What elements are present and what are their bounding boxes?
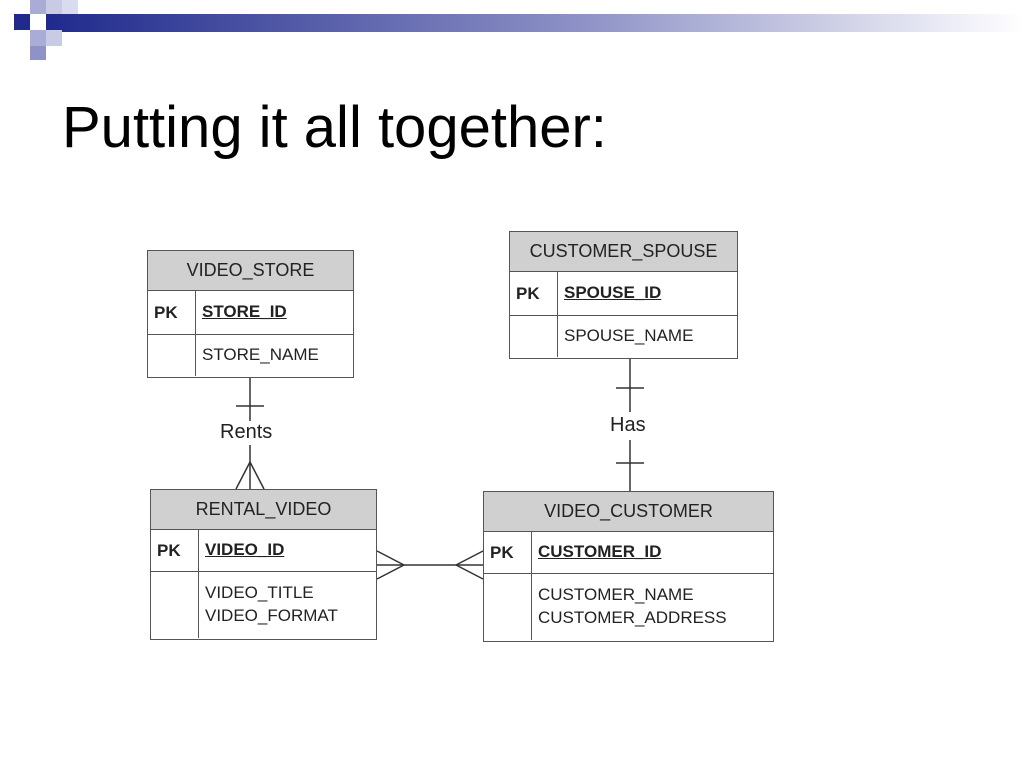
pk-label: PK bbox=[148, 291, 196, 334]
pk-field-cell: CUSTOMER_ID bbox=[532, 532, 773, 573]
pk-label: PK bbox=[484, 532, 532, 573]
pk-label: PK bbox=[151, 530, 199, 571]
pk-row: PK SPOUSE_ID bbox=[510, 272, 737, 316]
attribute-list: CUSTOMER_NAME CUSTOMER_ADDRESS bbox=[532, 574, 773, 640]
entity-name: RENTAL_VIDEO bbox=[151, 490, 376, 530]
checker-square bbox=[62, 0, 78, 14]
checker-square bbox=[30, 30, 46, 46]
relationship-label-has: Has bbox=[608, 414, 648, 436]
attribute-field: STORE_NAME bbox=[202, 345, 319, 365]
pk-field-cell: SPOUSE_ID bbox=[558, 272, 737, 315]
attribute-row: VIDEO_TITLE VIDEO_FORMAT bbox=[151, 572, 376, 638]
attribute-field: VIDEO_TITLE bbox=[205, 583, 314, 603]
pk-label: PK bbox=[510, 272, 558, 315]
entity-name: VIDEO_STORE bbox=[148, 251, 353, 291]
rents-crowsfoot-right bbox=[249, 461, 265, 490]
pk-field: VIDEO_ID bbox=[205, 540, 285, 560]
crowsfoot-right-bottom bbox=[455, 564, 484, 580]
empty-key-cell bbox=[151, 572, 199, 638]
pk-row: PK VIDEO_ID bbox=[151, 530, 376, 572]
relationship-label-rents: Rents bbox=[218, 421, 275, 443]
pk-field: STORE_ID bbox=[202, 302, 287, 322]
entity-rental-video: RENTAL_VIDEO PK VIDEO_ID VIDEO_TITLE VID… bbox=[150, 489, 377, 640]
empty-key-cell bbox=[510, 316, 558, 357]
empty-key-cell bbox=[484, 574, 532, 640]
attribute-list: STORE_NAME bbox=[196, 335, 353, 376]
empty-key-cell bbox=[148, 335, 196, 376]
header-decoration bbox=[14, 0, 1024, 60]
pk-row: PK CUSTOMER_ID bbox=[484, 532, 773, 574]
crowsfoot-right-top bbox=[455, 550, 484, 566]
attribute-list: SPOUSE_NAME bbox=[558, 316, 737, 357]
checker-square bbox=[46, 30, 62, 46]
attribute-field: SPOUSE_NAME bbox=[564, 326, 694, 346]
crowsfoot-left-top bbox=[376, 550, 405, 566]
checker-square bbox=[14, 14, 30, 30]
checker-square bbox=[30, 46, 46, 60]
slide-title: Putting it all together: bbox=[62, 95, 607, 160]
pk-field: SPOUSE_ID bbox=[564, 283, 662, 303]
pk-field-cell: STORE_ID bbox=[196, 291, 353, 334]
attribute-row: CUSTOMER_NAME CUSTOMER_ADDRESS bbox=[484, 574, 773, 640]
header-gradient-band bbox=[46, 14, 1024, 32]
checker-square bbox=[30, 0, 46, 14]
attribute-row: SPOUSE_NAME bbox=[510, 316, 737, 357]
pk-field-cell: VIDEO_ID bbox=[199, 530, 376, 571]
attribute-field: CUSTOMER_ADDRESS bbox=[538, 608, 727, 627]
attribute-field: VIDEO_FORMAT bbox=[205, 606, 338, 625]
attribute-row: STORE_NAME bbox=[148, 335, 353, 376]
crowsfoot-left-bottom bbox=[376, 564, 405, 580]
pk-row: PK STORE_ID bbox=[148, 291, 353, 335]
pk-field: CUSTOMER_ID bbox=[538, 542, 662, 562]
entity-video-store: VIDEO_STORE PK STORE_ID STORE_NAME bbox=[147, 250, 354, 378]
entity-video-customer: VIDEO_CUSTOMER PK CUSTOMER_ID CUSTOMER_N… bbox=[483, 491, 774, 642]
entity-name: CUSTOMER_SPOUSE bbox=[510, 232, 737, 272]
rents-crowsfoot-left bbox=[235, 461, 251, 490]
attribute-list: VIDEO_TITLE VIDEO_FORMAT bbox=[199, 572, 376, 638]
checker-square bbox=[46, 0, 62, 14]
entity-customer-spouse: CUSTOMER_SPOUSE PK SPOUSE_ID SPOUSE_NAME bbox=[509, 231, 738, 359]
attribute-field: CUSTOMER_NAME bbox=[538, 585, 694, 605]
entity-name: VIDEO_CUSTOMER bbox=[484, 492, 773, 532]
